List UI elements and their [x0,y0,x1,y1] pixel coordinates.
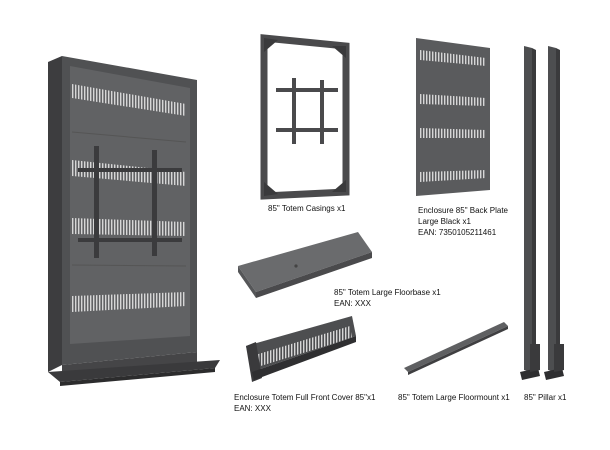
floorbase-image [238,232,372,298]
frontcover-label: Enclosure Totem Full Front Cover 85"x1 E… [234,392,375,414]
floorbase-label: 85" Totem Large Floorbase x1 EAN: XXX [334,287,441,309]
casings-title: 85" Totem Casings x1 [268,204,346,213]
floorbase-ean: EAN: XXX [334,299,371,308]
frontcover-title: Enclosure Totem Full Front Cover 85"x1 [234,393,376,402]
pillar-label: 85" Pillar x1 [524,392,566,403]
frontcover-image [246,316,356,382]
floormount-label: 85" Totem Large Floormount x1 [398,392,510,403]
backplate-label: Enclosure 85" Back Plate Large Black x1 … [418,205,508,238]
floormount-title: 85" Totem Large Floormount x1 [398,393,510,402]
casings-image [260,34,350,200]
casings-label: 85" Totem Casings x1 [268,203,345,214]
backplate-image [416,38,490,196]
backplate-ean: EAN: 7350105211461 [418,228,497,237]
backplate-title-line2: Large Black x1 [418,217,471,226]
floorbase-title: 85" Totem Large Floorbase x1 [334,288,441,297]
pillar-title: 85" Pillar x1 [524,393,567,402]
pillars-image [520,46,564,380]
totem-unit [48,56,220,386]
frontcover-ean: EAN: XXX [234,404,271,413]
floormount-image [404,322,508,375]
backplate-title-line1: Enclosure 85" Back Plate [418,206,508,215]
